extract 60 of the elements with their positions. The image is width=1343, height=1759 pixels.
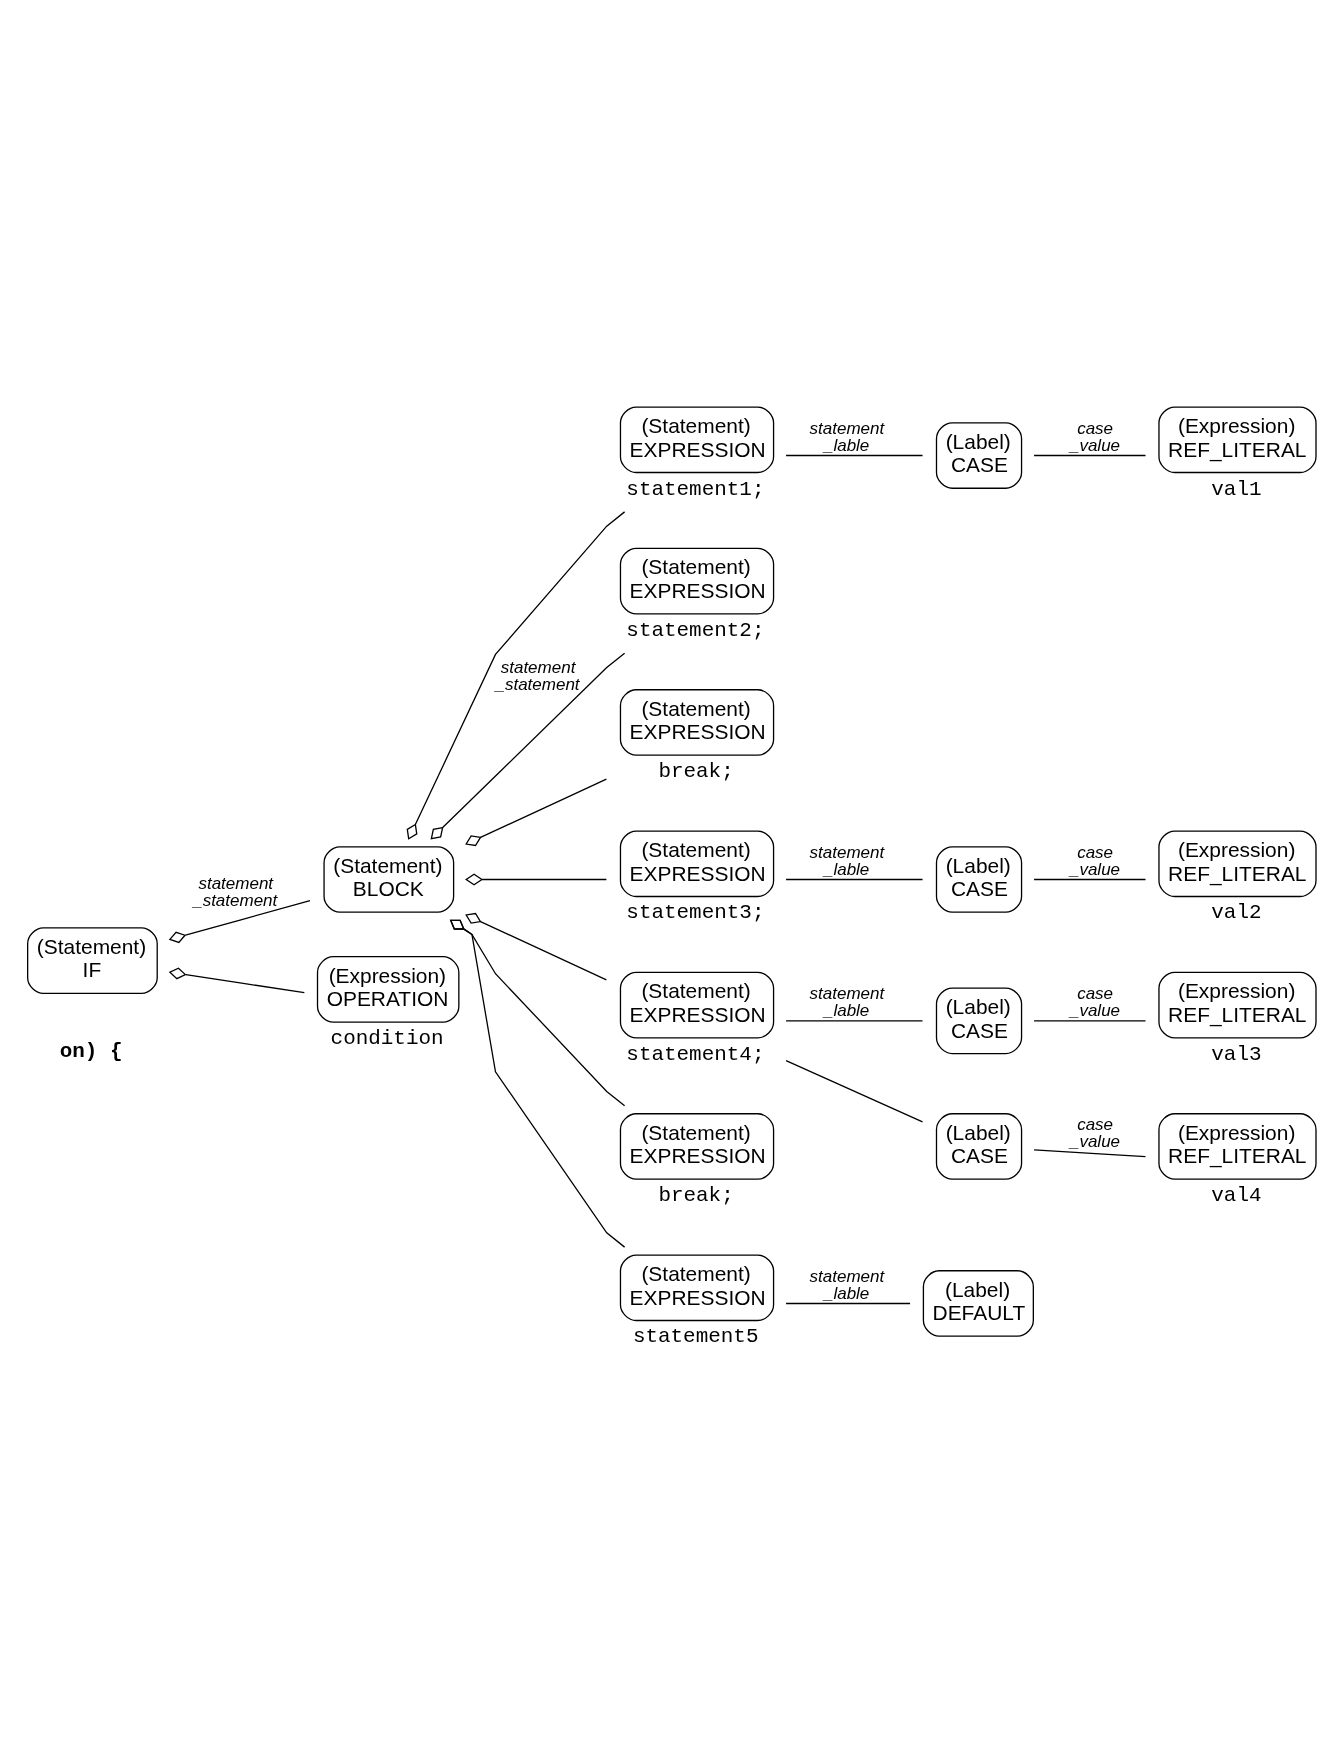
connector (785, 1020, 924, 1022)
node-label: val1 (1211, 477, 1262, 501)
node-label: statement5 (632, 1325, 759, 1349)
node-label: break; (658, 1184, 734, 1208)
node-label: statement4; (626, 1042, 765, 1066)
connector (406, 511, 626, 840)
connector (168, 900, 311, 944)
edge-label: statement _lable (809, 984, 885, 1021)
node-box: (Statement) EXPRESSION (619, 971, 775, 1039)
connector (465, 778, 608, 847)
node-label: condition (330, 1027, 444, 1051)
node-label: statement2; (626, 618, 765, 642)
edge-label: case _value (1069, 1114, 1121, 1151)
node-box: (Label) DEFAULT (922, 1270, 1034, 1337)
connector (465, 912, 608, 981)
node-box: (Statement) BLOCK (323, 846, 455, 913)
label: on) { (59, 1040, 123, 1064)
node-box: (Expression) REF_LITERAL (1158, 406, 1317, 474)
edge-label: statement _lable (809, 1266, 885, 1303)
connector (785, 1059, 924, 1123)
node-label: val3 (1211, 1042, 1262, 1066)
edge-label: case _value (1069, 418, 1121, 455)
node-box: (Statement) EXPRESSION (619, 1113, 775, 1180)
node-box: (Label) CASE (935, 846, 1023, 913)
node-box: (Expression) REF_LITERAL (1158, 1113, 1317, 1180)
connector (1033, 878, 1147, 881)
node-label: statement1; (626, 477, 765, 501)
node-label: val2 (1211, 901, 1262, 925)
connector (785, 454, 924, 457)
connector (1033, 1020, 1147, 1022)
edge-label: case _value (1069, 842, 1121, 879)
connector (785, 878, 924, 881)
node-box: (Statement) EXPRESSION (619, 1254, 775, 1322)
node-label: val4 (1211, 1184, 1262, 1208)
node-box: (Label) CASE (935, 987, 1023, 1055)
node-box: (Label) CASE (935, 422, 1023, 489)
node-box: (Statement) EXPRESSION (619, 547, 775, 615)
connector (1033, 454, 1147, 457)
connector (430, 652, 626, 840)
connector (168, 967, 305, 994)
node-box: (Statement) EXPRESSION (619, 406, 775, 474)
node-box: (Expression) REF_LITERAL (1158, 971, 1317, 1039)
connector (449, 919, 626, 1248)
connector (465, 873, 608, 886)
node-label: statement3; (626, 901, 765, 925)
edge-label: case _value (1069, 984, 1121, 1021)
node-box: (Statement) EXPRESSION (619, 830, 775, 898)
edge-label: statement _statement (193, 874, 278, 911)
node-box: (Label) CASE (935, 1113, 1023, 1180)
node-label: break; (658, 760, 734, 784)
node-box: (Statement) IF (27, 927, 158, 994)
node-box: (Expression) OPERATION (316, 956, 460, 1023)
edge-label: statement _lable (809, 418, 885, 455)
connector (785, 1302, 911, 1305)
edge-label: statement _statement (495, 658, 580, 695)
node-box: (Expression) REF_LITERAL (1158, 830, 1317, 898)
connector (449, 919, 626, 1107)
edge-label: statement _lable (809, 842, 885, 879)
connector (1033, 1149, 1147, 1158)
node-box: (Statement) EXPRESSION (619, 689, 775, 756)
